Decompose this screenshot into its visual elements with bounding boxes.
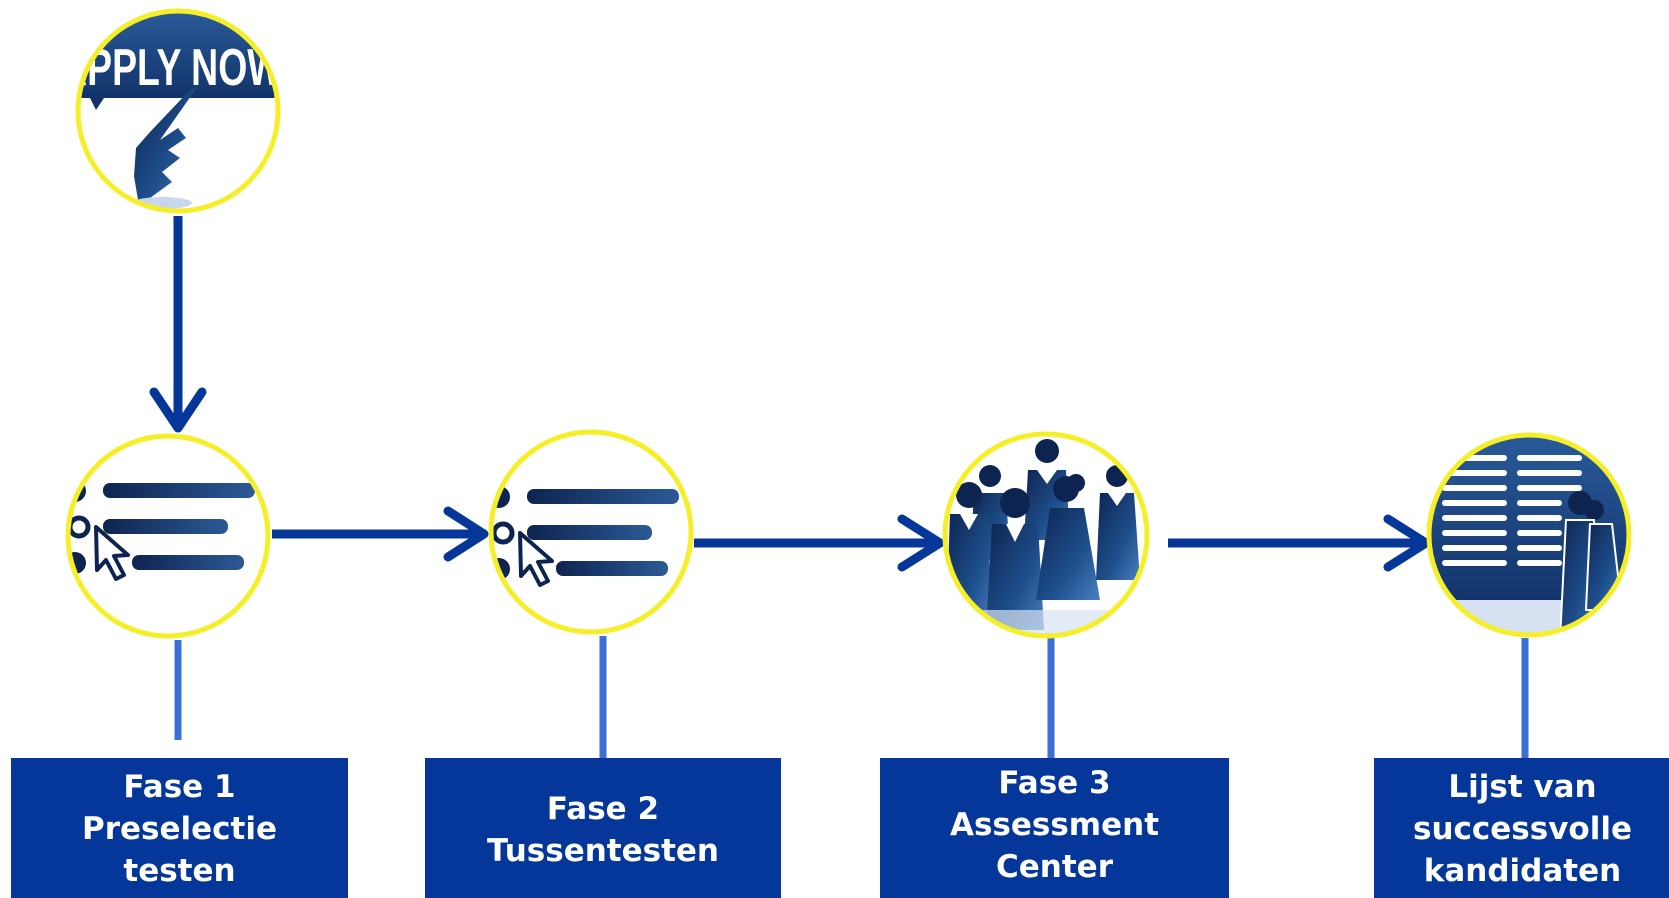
fase2-to-fase3-arrow — [694, 514, 945, 572]
fase1-label: Fase 1 Preselectie testen — [81, 769, 277, 889]
candidate-list-icon — [1429, 435, 1629, 635]
lijst-node — [1426, 432, 1632, 638]
online-test-icon — [491, 486, 679, 587]
fase1-to-fase2-arrow — [272, 506, 489, 562]
stage-connectors — [174, 636, 1529, 758]
fase3-label-box: Fase 3 Assessment Center — [880, 758, 1229, 898]
fase3-node — [942, 431, 1150, 639]
apply-now-text: APPLY NOW — [60, 38, 283, 97]
online-test-icon — [68, 480, 255, 581]
group-of-people-icon — [945, 439, 1147, 636]
apply-now-node: APPLY NOW — [60, 8, 283, 214]
fase1-node — [65, 433, 271, 639]
fase2-label: Fase 2 Tussentesten — [486, 791, 719, 869]
fase2-label-box: Fase 2 Tussentesten — [425, 758, 781, 898]
fase1-label-box: Fase 1 Preselectie testen — [11, 758, 348, 898]
lijst-label-box: Lijst van successvolle kandidaten — [1374, 758, 1669, 898]
fase3-to-lijst-arrow — [1168, 514, 1431, 572]
fase2-node — [488, 429, 694, 635]
lijst-label: Lijst van successvolle kandidaten — [1413, 769, 1632, 889]
apply-to-fase1-arrow — [149, 216, 207, 433]
fase3-label: Fase 3 Assessment Center — [949, 765, 1160, 885]
